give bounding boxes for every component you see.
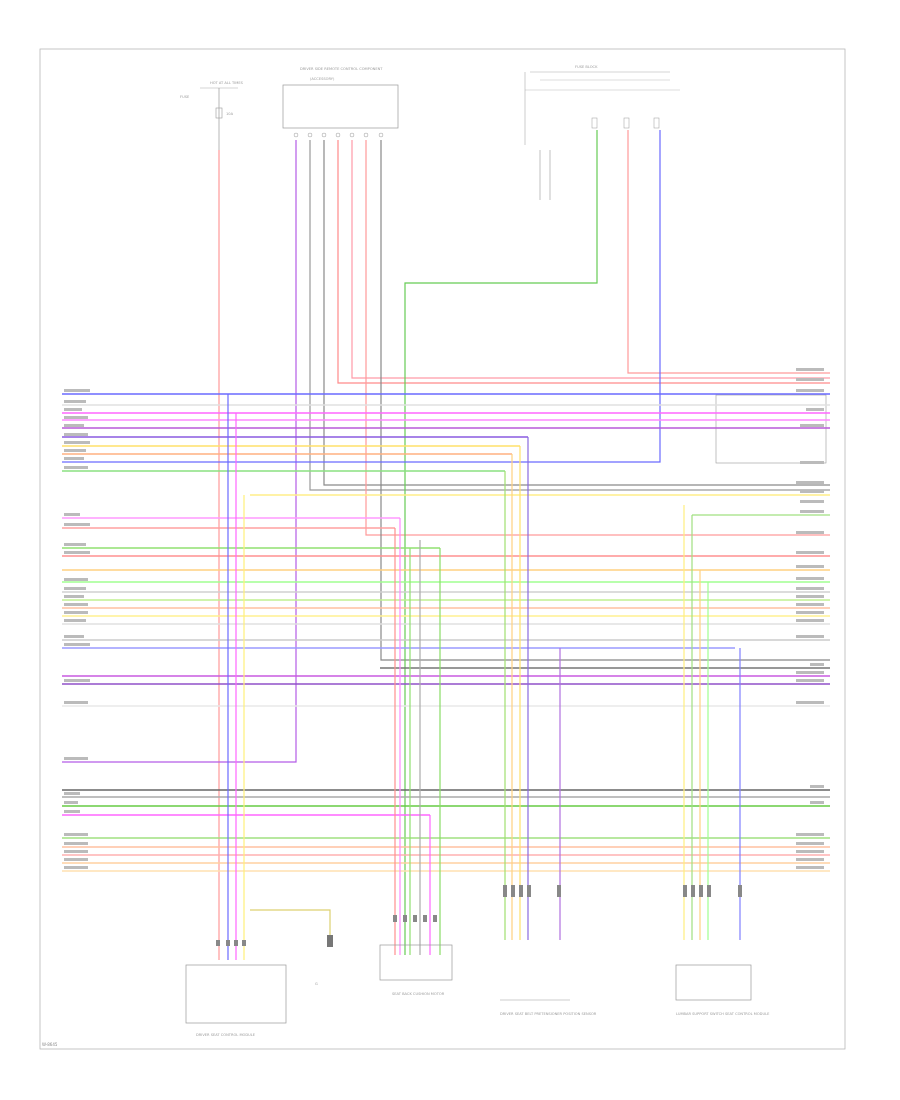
fuse-value: 10A [226, 112, 234, 116]
component-seat-back-motor: SEAT BACK CUSHION MOTOR [379, 915, 453, 996]
module-3-label: DRIVER SEAT BELT PRETENSIONER POSITION S… [500, 1012, 597, 1016]
fuse-label: FUSE [180, 95, 190, 99]
fuse-top-left: HOT AT ALL TIMES FUSE 10A [180, 81, 244, 150]
diagram-footer-id: W-8645 [42, 1042, 58, 1047]
component-ground: G [315, 935, 333, 986]
sheet-border [39, 48, 846, 1050]
right-pin-labels [796, 368, 824, 869]
harness-horizontal [62, 393, 830, 872]
component-lumbar-switch: LUMBAR SUPPORT SWITCH SEAT CONTROL MODUL… [675, 885, 770, 1016]
fuse-block-label: FUSE BLOCK [575, 65, 598, 69]
vertical-drops [227, 394, 830, 960]
ground-label: G [315, 982, 318, 986]
module-5-label: LUMBAR SUPPORT SWITCH SEAT CONTROL MODUL… [676, 1012, 770, 1016]
vertical-wires-top [62, 130, 830, 960]
fuse-block-top-right: FUSE BLOCK [524, 65, 680, 200]
right-connector [715, 394, 827, 464]
hot-label: HOT AT ALL TIMES [210, 81, 244, 85]
controller-title: DRIVER SIDE REMOTE CONTROL COMPONENT [300, 67, 383, 71]
component-driver-seat-module: DRIVER SEAT CONTROL MODULE [185, 940, 287, 1037]
component-pretensioner-sensor: DRIVER SEAT BELT PRETENSIONER POSITION S… [500, 885, 597, 1016]
module-1-label: DRIVER SEAT CONTROL MODULE [196, 1033, 256, 1037]
module-2-label: SEAT BACK CUSHION MOTOR [392, 992, 445, 996]
left-pin-labels [64, 389, 90, 869]
controller-sub: (ACCESSORY) [310, 77, 335, 81]
controller-box: DRIVER SIDE REMOTE CONTROL COMPONENT (AC… [282, 67, 399, 138]
